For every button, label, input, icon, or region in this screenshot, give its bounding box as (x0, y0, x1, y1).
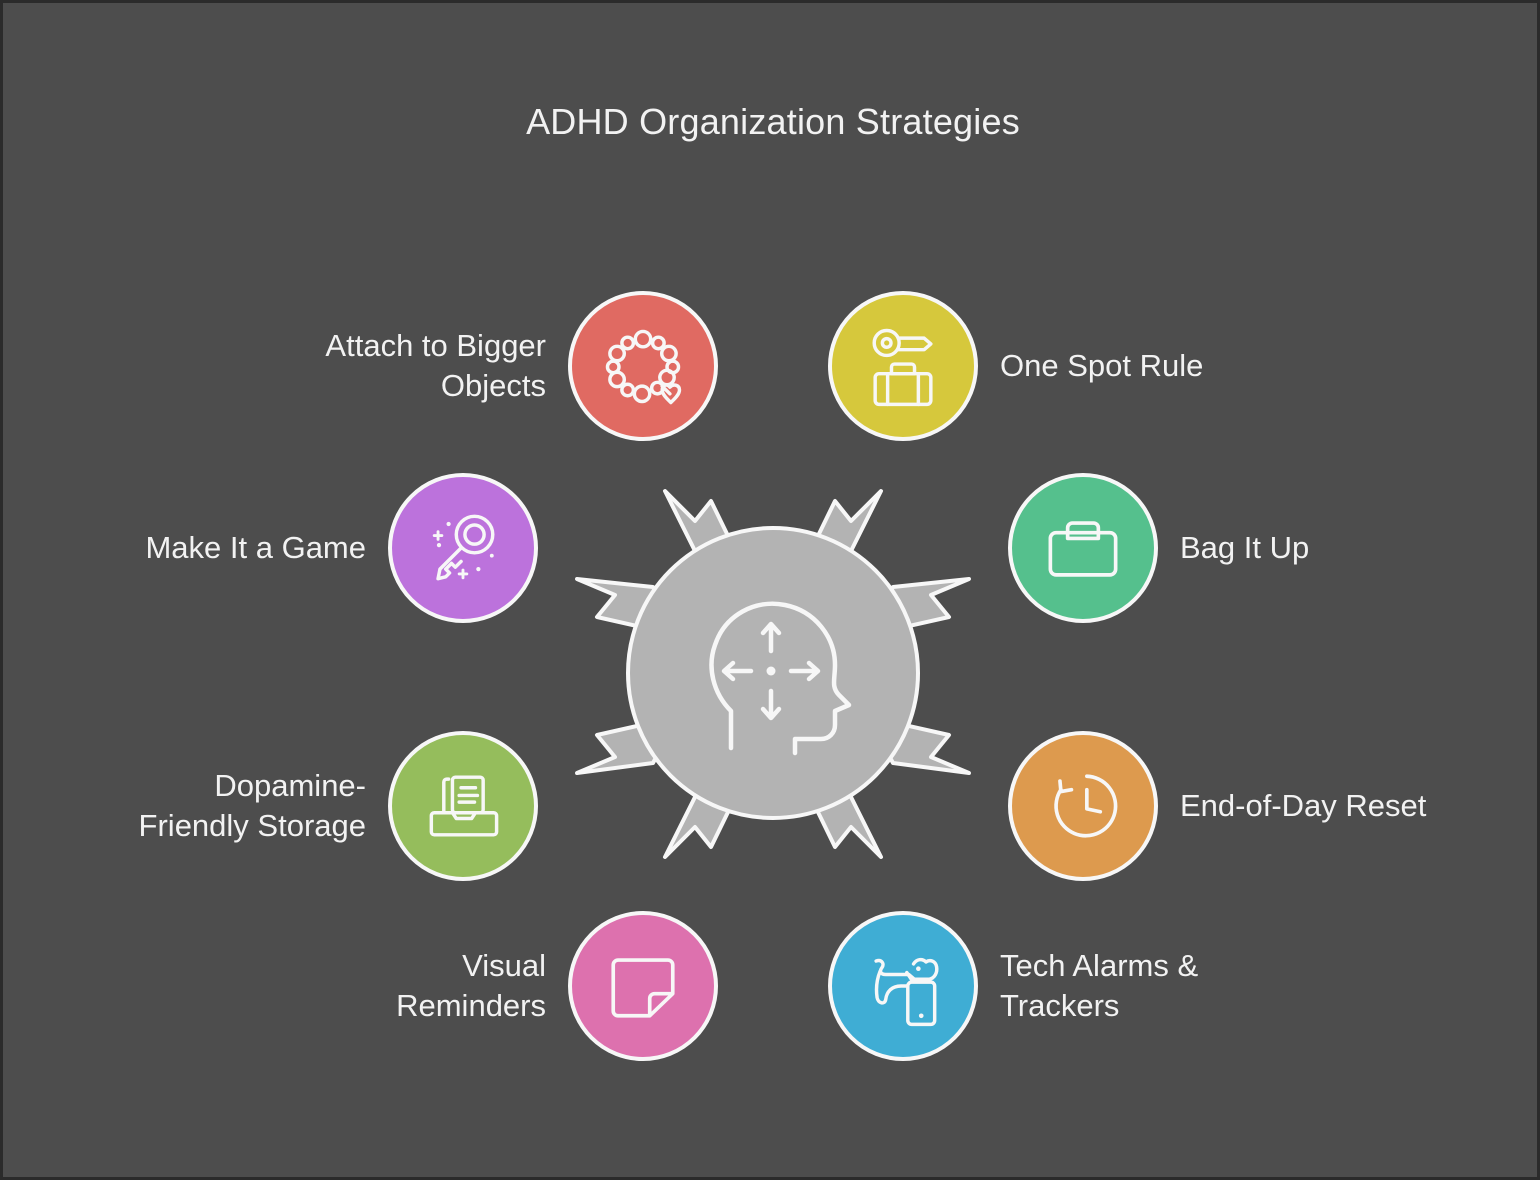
badge-visual-reminders[interactable] (568, 911, 718, 1061)
document-tray-icon (429, 775, 499, 837)
beaded-bracelet-heart-charm-icon (605, 329, 682, 405)
sticky-note-folded-corner-icon (611, 958, 675, 1018)
node-label-tech-alarms-and-trackers: Tech Alarms & Trackers (1000, 948, 1199, 1023)
briefcase-icon (1048, 521, 1118, 577)
sparkling-key-icon (432, 514, 495, 581)
badge-tech-alarms-and-trackers[interactable] (828, 911, 978, 1061)
dog-and-smartphone-tracker-icon (874, 957, 939, 1027)
node-label-dopamine-friendly-storage: Dopamine- Friendly Storage (138, 768, 366, 843)
node-bag-it-up[interactable]: Bag It Up (1008, 473, 1537, 623)
node-attach-to-bigger-objects[interactable]: Attach to Bigger Objects (3, 291, 718, 441)
node-label-end-of-day-reset: End-of-Day Reset (1180, 788, 1427, 824)
head-with-scatter-arrows-icon (709, 601, 852, 756)
node-label-visual-reminders: Visual Reminders (396, 948, 546, 1023)
badge-end-of-day-reset[interactable] (1008, 731, 1158, 881)
node-visual-reminders[interactable]: Visual Reminders (3, 911, 718, 1061)
badge-attach-to-bigger-objects[interactable] (568, 291, 718, 441)
node-dopamine-friendly-storage[interactable]: Dopamine- Friendly Storage (3, 731, 538, 881)
node-label-bag-it-up: Bag It Up (1180, 530, 1310, 566)
node-make-it-a-game[interactable]: Make It a Game (3, 473, 538, 623)
clock-reset-arrow-icon (1054, 774, 1118, 838)
node-label-make-it-a-game: Make It a Game (145, 530, 366, 566)
badge-make-it-a-game[interactable] (388, 473, 538, 623)
node-tech-alarms-and-trackers[interactable]: Tech Alarms & Trackers (828, 911, 1537, 1061)
page-title: ADHD Organization Strategies (526, 101, 1020, 142)
node-end-of-day-reset[interactable]: End-of-Day Reset (1008, 731, 1537, 881)
key-and-suitcase-icon (872, 328, 933, 407)
node-label-one-spot-rule: One Spot Rule (1000, 348, 1204, 384)
badge-bag-it-up[interactable] (1008, 473, 1158, 623)
badge-dopamine-friendly-storage[interactable] (388, 731, 538, 881)
node-one-spot-rule[interactable]: One Spot Rule (828, 291, 1537, 441)
badge-one-spot-rule[interactable] (828, 291, 978, 441)
node-label-attach-to-bigger-objects: Attach to Bigger Objects (325, 328, 546, 403)
center-hub (563, 453, 983, 893)
